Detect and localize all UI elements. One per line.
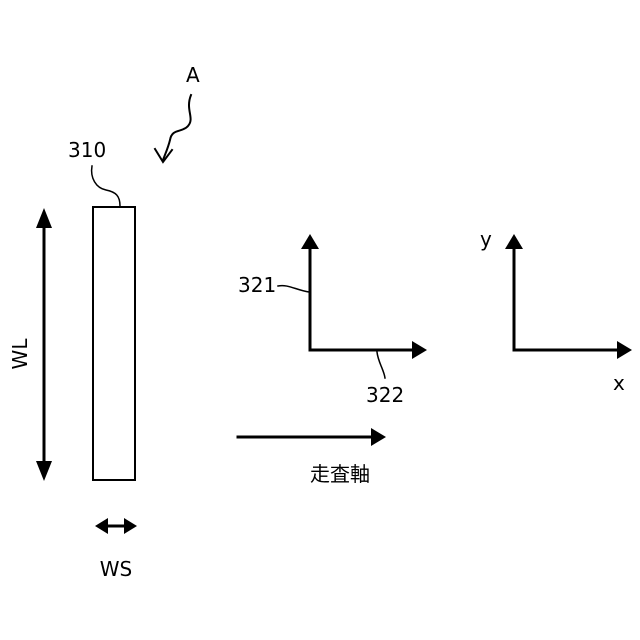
axis-ref-2-leader	[377, 352, 385, 378]
axis-ref-1-leader	[278, 286, 309, 292]
scan-axis-arrowhead	[371, 428, 386, 446]
element-leader-line	[92, 166, 120, 206]
element-vertical-axis-arrowhead	[301, 234, 319, 249]
element-ref-label: 310	[68, 138, 106, 162]
element-horizontal-axis-arrowhead	[412, 341, 427, 359]
scan-axis-label: 走査軸	[310, 462, 370, 486]
length-arrowhead-bottom	[36, 461, 52, 481]
axis-ref-2-label: 322	[366, 383, 404, 407]
axis-ref-1-label: 321	[238, 273, 276, 297]
width-label: WS	[100, 557, 132, 581]
view-marker-label: A	[186, 63, 200, 87]
x-axis-label: x	[613, 371, 625, 395]
length-arrowhead-top	[36, 208, 52, 228]
length-label: WL	[8, 338, 32, 370]
y-axis-arrowhead	[505, 234, 523, 249]
sensor-element-rect	[93, 207, 135, 480]
view-marker-arrowhead	[155, 149, 172, 162]
view-marker-wavy-line	[163, 95, 191, 160]
y-axis-label: y	[480, 227, 492, 251]
width-arrowhead-right	[124, 518, 137, 534]
width-arrowhead-left	[95, 518, 108, 534]
x-axis-arrowhead	[617, 341, 632, 359]
